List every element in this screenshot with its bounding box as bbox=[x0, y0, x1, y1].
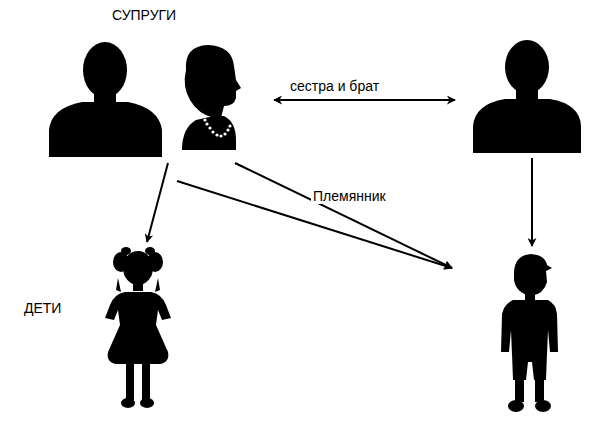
group-heading: СУПРУГИ bbox=[112, 7, 176, 23]
child-arrow bbox=[531, 158, 533, 246]
child-arrow bbox=[147, 163, 168, 242]
relation-label: Племянник bbox=[311, 188, 388, 204]
relation-arrows bbox=[147, 100, 532, 268]
sibling-arrow bbox=[274, 99, 455, 101]
woman-silhouette bbox=[182, 45, 241, 150]
boy-silhouette bbox=[501, 254, 558, 412]
relation-label: сестра и брат bbox=[288, 78, 381, 94]
girl-silhouette bbox=[105, 247, 171, 408]
man-silhouette bbox=[473, 40, 581, 153]
nephew-arrow bbox=[177, 181, 452, 268]
man-silhouette bbox=[49, 42, 162, 157]
nephew-arrow bbox=[235, 163, 452, 268]
group-heading: ДЕТИ bbox=[24, 300, 61, 316]
